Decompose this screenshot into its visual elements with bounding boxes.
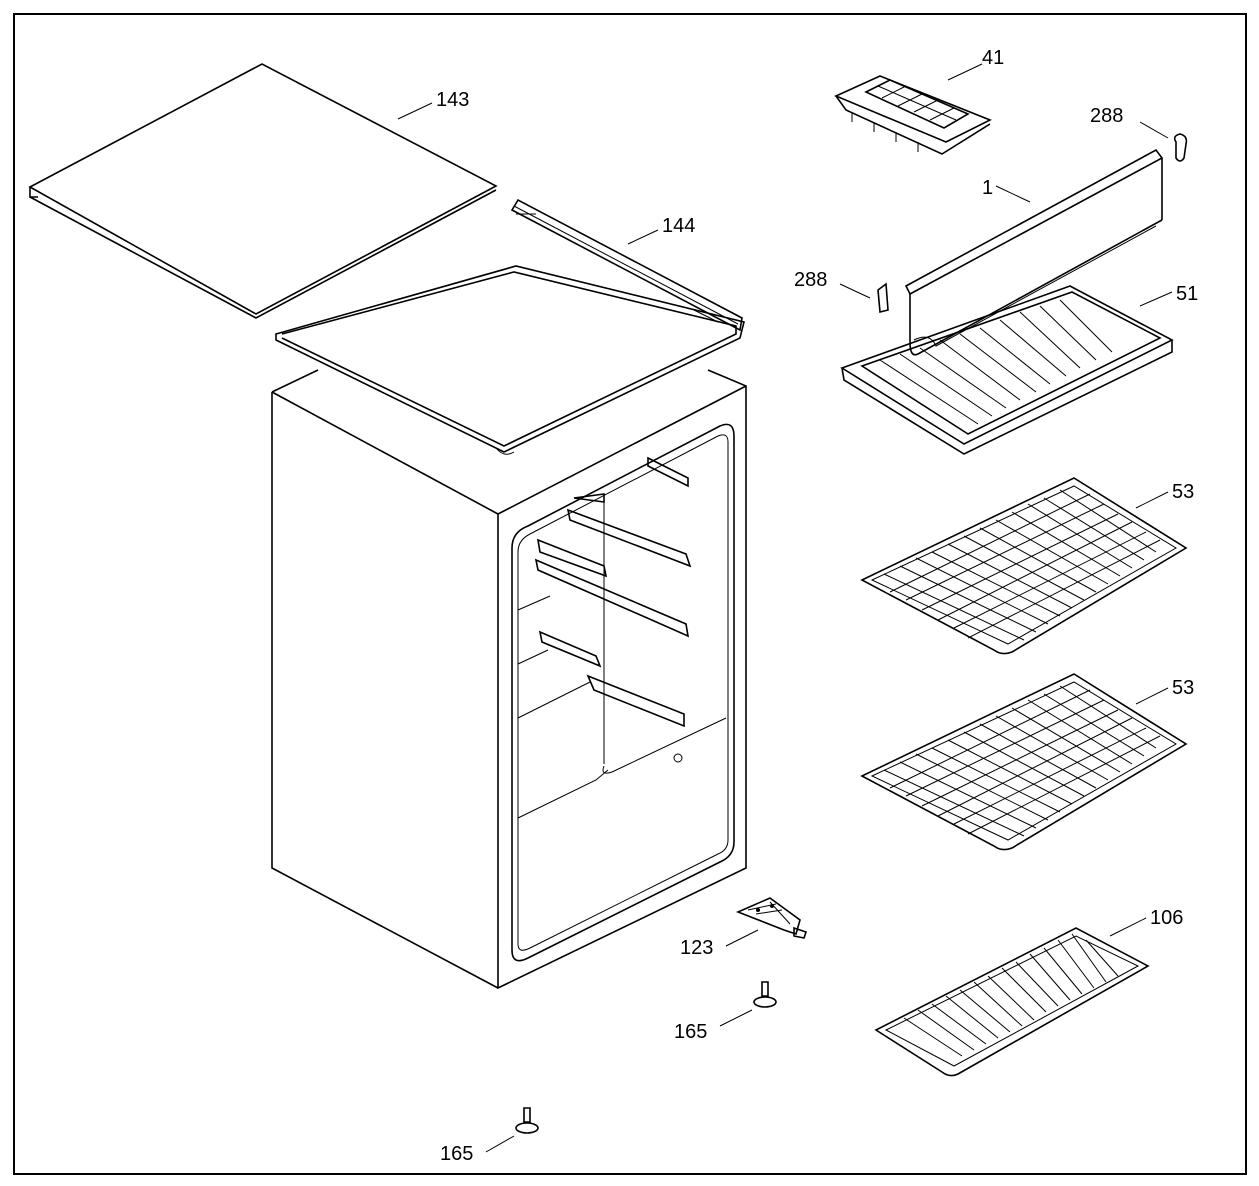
diagram-frame <box>13 13 1247 1175</box>
label-106: 106 <box>1150 907 1183 929</box>
label-144: 144 <box>662 215 695 237</box>
label-165-upper: 165 <box>674 1021 707 1043</box>
label-41: 41 <box>982 47 1004 69</box>
label-53-lower: 53 <box>1172 677 1194 699</box>
part-123-hinge <box>725 897 808 947</box>
part-165-lower-foot <box>485 1107 539 1153</box>
part-144-rear-rail <box>510 198 743 332</box>
part-53-upper-wire-shelf <box>860 477 1188 655</box>
part-143-top-panel <box>28 63 498 319</box>
part-288-lower-clip <box>839 282 889 314</box>
label-143: 143 <box>436 89 469 111</box>
part-165-upper-foot <box>719 981 777 1027</box>
part-53-lower-wire-shelf <box>860 673 1188 851</box>
part-51-crisper-shelf <box>840 285 1174 455</box>
label-53-upper: 53 <box>1172 481 1194 503</box>
label-1: 1 <box>982 177 993 199</box>
part-1-front-panel <box>904 148 1164 356</box>
label-123: 123 <box>680 937 713 959</box>
label-51: 51 <box>1176 283 1198 305</box>
label-288-upper: 288 <box>1090 105 1123 127</box>
label-165-lower: 165 <box>440 1143 473 1165</box>
cabinet-body <box>271 369 747 990</box>
label-288-lower: 288 <box>794 269 827 291</box>
cabinet-top-frame <box>275 265 745 455</box>
part-288-upper-clip <box>1139 121 1188 162</box>
part-41-ice-tray <box>833 63 992 155</box>
part-106-small-wire-shelf <box>874 917 1150 1077</box>
